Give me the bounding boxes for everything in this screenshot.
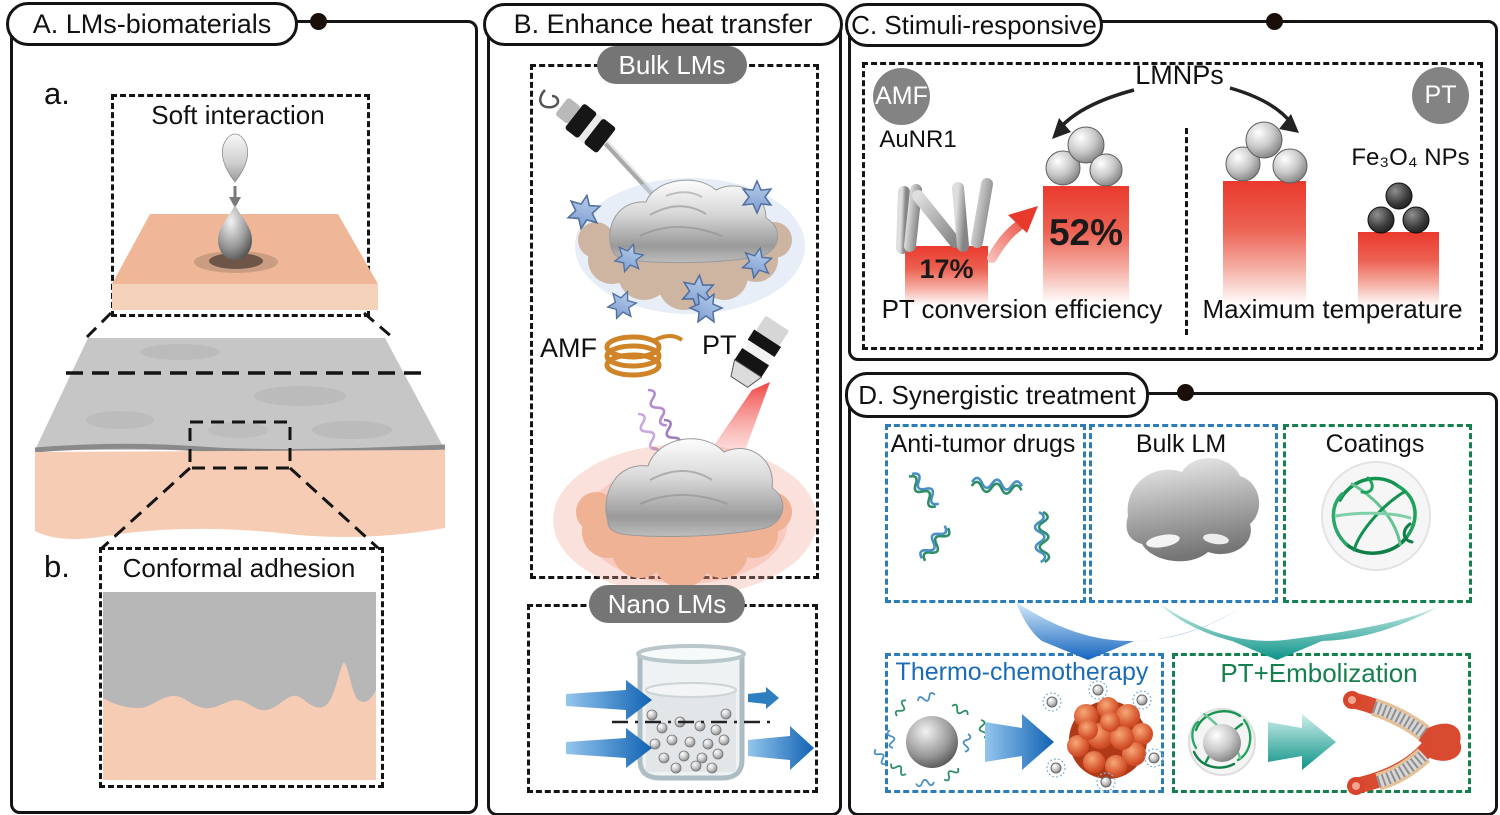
bulk-lm-title: Bulk LM: [1135, 430, 1227, 458]
pt-badge: PT: [1412, 67, 1469, 124]
bar-lmnp-temp: [1223, 181, 1306, 305]
aunr1-label: AuNR1: [879, 126, 957, 153]
nano-lms-box: [527, 604, 818, 793]
panel-a-label-a: a.: [44, 76, 70, 111]
bar-lmnp-52: 52%: [1043, 186, 1129, 304]
max-temperature-caption: Maximum temperature: [1202, 294, 1463, 324]
panel-b-title: B. Enhance heat transfer: [483, 3, 843, 46]
coatings-box: [1283, 424, 1472, 603]
bar-fe3o4-temp: [1358, 232, 1439, 306]
soft-interaction-box: [111, 94, 370, 317]
embolization-title: PT+Embolization: [1220, 658, 1418, 688]
lmnps-label: LMNPs: [1135, 60, 1224, 90]
panel-a-title: A. LMs-biomaterials: [6, 2, 298, 46]
nano-lms-pill: Nano LMs: [589, 585, 745, 623]
stimuli-divider: [1185, 128, 1188, 335]
pt-efficiency-caption: PT conversion efficiency: [881, 294, 1163, 324]
fe3o4-label: Fe₃O₄ NPs: [1351, 144, 1470, 171]
bulk-lms-box: [530, 64, 819, 579]
anti-tumor-box: [885, 424, 1086, 603]
conformal-adhesion-box: [99, 547, 384, 788]
coatings-title: Coatings: [1325, 430, 1425, 458]
bar-aunr-17: 17%: [905, 246, 988, 306]
bar-52-label: 52%: [1048, 212, 1124, 253]
conformal-adhesion-title: Conformal adhesion: [122, 553, 356, 583]
panel-d-connector-dot: [1177, 384, 1194, 401]
amf-badge: AMF: [873, 68, 930, 125]
amf-label: AMF: [540, 333, 597, 363]
panel-d-title: D. Synergistic treatment: [845, 372, 1149, 418]
anti-tumor-title: Anti-tumor drugs: [890, 430, 1076, 458]
bar-17-label: 17%: [919, 254, 974, 284]
bulk-lm-box: [1089, 424, 1278, 603]
panel-d-border: [848, 392, 1498, 815]
soft-interaction-title: Soft interaction: [151, 100, 325, 130]
stimuli-box: [862, 62, 1483, 350]
pt-label: PT: [702, 330, 737, 360]
bulk-lms-pill: Bulk LMs: [597, 46, 747, 84]
panel-c-title: C. Stimuli-responsive: [845, 3, 1103, 47]
panel-a-label-b: b.: [44, 549, 70, 584]
panel-c-border: [848, 20, 1498, 361]
thermo-chemo-title: Thermo-chemotherapy: [895, 658, 1149, 686]
panel-c-connector-dot: [1266, 13, 1283, 30]
panel-a-connector-dot: [310, 13, 327, 30]
